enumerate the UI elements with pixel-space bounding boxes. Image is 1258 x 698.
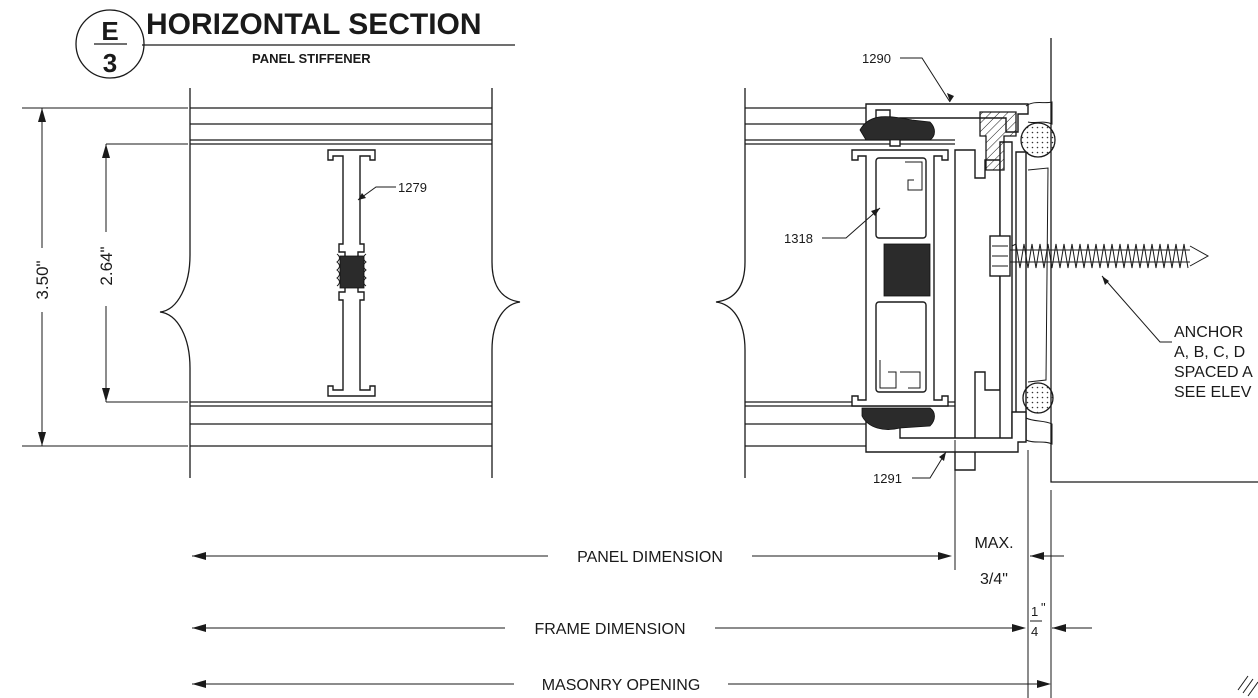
- anchor-note-line-3: SPACED A: [1174, 364, 1253, 381]
- section-subtitle: PANEL STIFFENER: [252, 51, 371, 66]
- top-gasket: [859, 116, 935, 141]
- section-badge-circle: [75, 9, 145, 79]
- tag-1279: 1279: [398, 180, 427, 195]
- break-line-left: [159, 88, 191, 478]
- anchor-screw-thread: [1011, 243, 1189, 269]
- stiffener-detail: 1279 3.50" 2.64": [22, 88, 521, 478]
- bottom-dimensions: PANEL DIMENSION MAX. 3/4" FRAME DIMENSIO…: [192, 440, 1092, 694]
- corner-hatch-mark: [1237, 675, 1258, 697]
- tag-1318: 1318: [784, 231, 813, 246]
- dim-frame-label: FRAME DIMENSION: [534, 621, 685, 638]
- leader-1318: [822, 207, 881, 239]
- title-block: E 3 HORIZONTAL SECTION PANEL STIFFENER: [75, 8, 515, 79]
- tag-1290: 1290: [862, 51, 891, 66]
- break-line-jamb: [715, 88, 746, 478]
- dim-max-value: 3/4": [980, 571, 1008, 588]
- badge-number: 3: [103, 48, 117, 78]
- jamb-detail: 1290 1318 1291: [715, 38, 1258, 698]
- anchor-note: ANCHOR A, B, C, D SPACED A SEE ELEV: [1174, 324, 1253, 401]
- mullion-gasket: [883, 243, 931, 297]
- dim-panel-label: PANEL DIMENSION: [577, 549, 723, 566]
- leader-anchor: [1101, 275, 1172, 343]
- masonry-wall: [1050, 38, 1258, 483]
- wood-blocking: [979, 111, 1017, 171]
- backer-rod-bottom: [1022, 382, 1054, 414]
- dim-masonry-label: MASONRY OPENING: [542, 677, 701, 694]
- tag-1291: 1291: [873, 471, 902, 486]
- anchor-note-line-4: SEE ELEV: [1174, 384, 1252, 401]
- break-line-right: [491, 88, 521, 478]
- badge-letter: E: [101, 16, 118, 46]
- leader-1291: [912, 451, 947, 479]
- backer-rod-top: [1020, 122, 1056, 158]
- anchor-note-line-2: A, B, C, D: [1174, 344, 1245, 361]
- dim-shim-unit: ": [1041, 600, 1046, 615]
- stiffener-gasket: [339, 255, 365, 289]
- dim-3-50: 3.50": [33, 260, 52, 299]
- frame-jamb: [954, 149, 1001, 471]
- dim-shim-numerator: 1: [1031, 604, 1038, 619]
- frame-sill-1291: [865, 411, 1027, 453]
- anchor-note-line-1: ANCHOR: [1174, 324, 1243, 341]
- bottom-gasket: [861, 407, 935, 430]
- dim-shim-denominator: 4: [1031, 624, 1038, 639]
- section-title: HORIZONTAL SECTION: [146, 8, 482, 41]
- leader-1290: [900, 57, 951, 103]
- dim-max-label: MAX.: [974, 535, 1013, 552]
- dim-2-64: 2.64": [97, 246, 116, 285]
